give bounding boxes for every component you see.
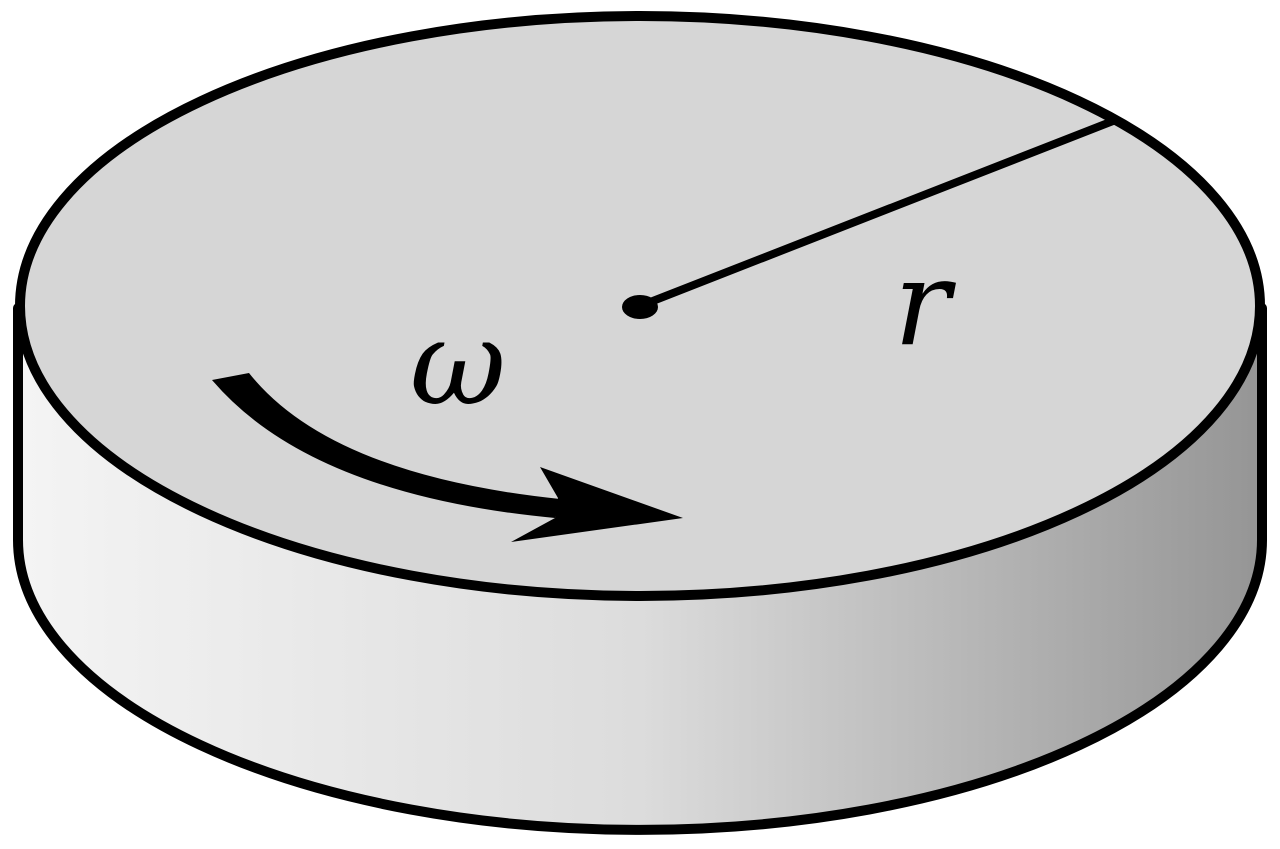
radius-label: r: [894, 234, 957, 372]
rotation-arrow-shaft: [212, 373, 560, 518]
center-point: [622, 295, 658, 319]
radius-line: [636, 117, 1117, 310]
rotation-arrow-head: [511, 467, 683, 542]
omega-label: ω: [410, 294, 506, 432]
